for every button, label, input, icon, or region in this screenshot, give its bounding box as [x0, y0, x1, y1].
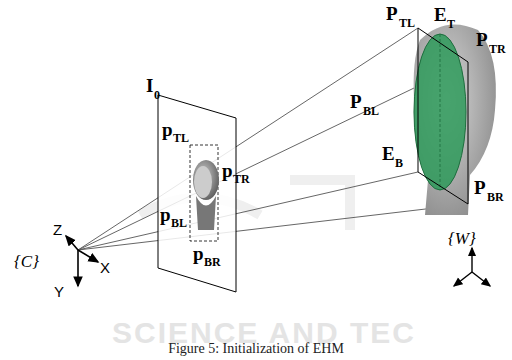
- point-index: TL: [173, 132, 189, 144]
- point-name: p: [162, 120, 173, 139]
- frame-name: {W}: [448, 230, 476, 247]
- point-index: BL: [363, 105, 379, 117]
- axis-name: Y: [54, 284, 64, 299]
- point-name: p: [160, 205, 171, 224]
- projection-rays: [78, 28, 468, 250]
- point-index: T: [447, 18, 455, 30]
- bounding-box: [190, 145, 218, 241]
- frame-name: {C}: [14, 253, 39, 270]
- plane-name: I: [146, 76, 153, 95]
- point-index: BR: [487, 191, 504, 203]
- caption: Figure 5: Initialization of EHM: [168, 342, 344, 356]
- head-model: [414, 24, 496, 215]
- point-index: BL: [171, 217, 187, 229]
- point-name: P: [386, 4, 398, 23]
- point-name: E: [382, 144, 395, 163]
- axis-name: X: [100, 260, 110, 275]
- point-index: TL: [399, 17, 415, 29]
- point-name: E: [434, 5, 447, 24]
- camera-frame: [66, 236, 98, 286]
- point-index: BR: [204, 256, 221, 268]
- world-frame: [454, 248, 490, 286]
- plane-index: 0: [154, 89, 160, 101]
- point-name: P: [350, 92, 362, 111]
- point-index: B: [395, 157, 403, 169]
- point-name: p: [222, 161, 233, 180]
- point-index: TR: [489, 43, 506, 55]
- point-name: P: [476, 30, 488, 49]
- point-index: TR: [233, 173, 250, 185]
- point-name: p: [193, 244, 204, 263]
- axis-name: Z: [53, 222, 62, 237]
- image-plane: [158, 95, 236, 292]
- point-name: P: [474, 178, 486, 197]
- head-image: [193, 160, 219, 230]
